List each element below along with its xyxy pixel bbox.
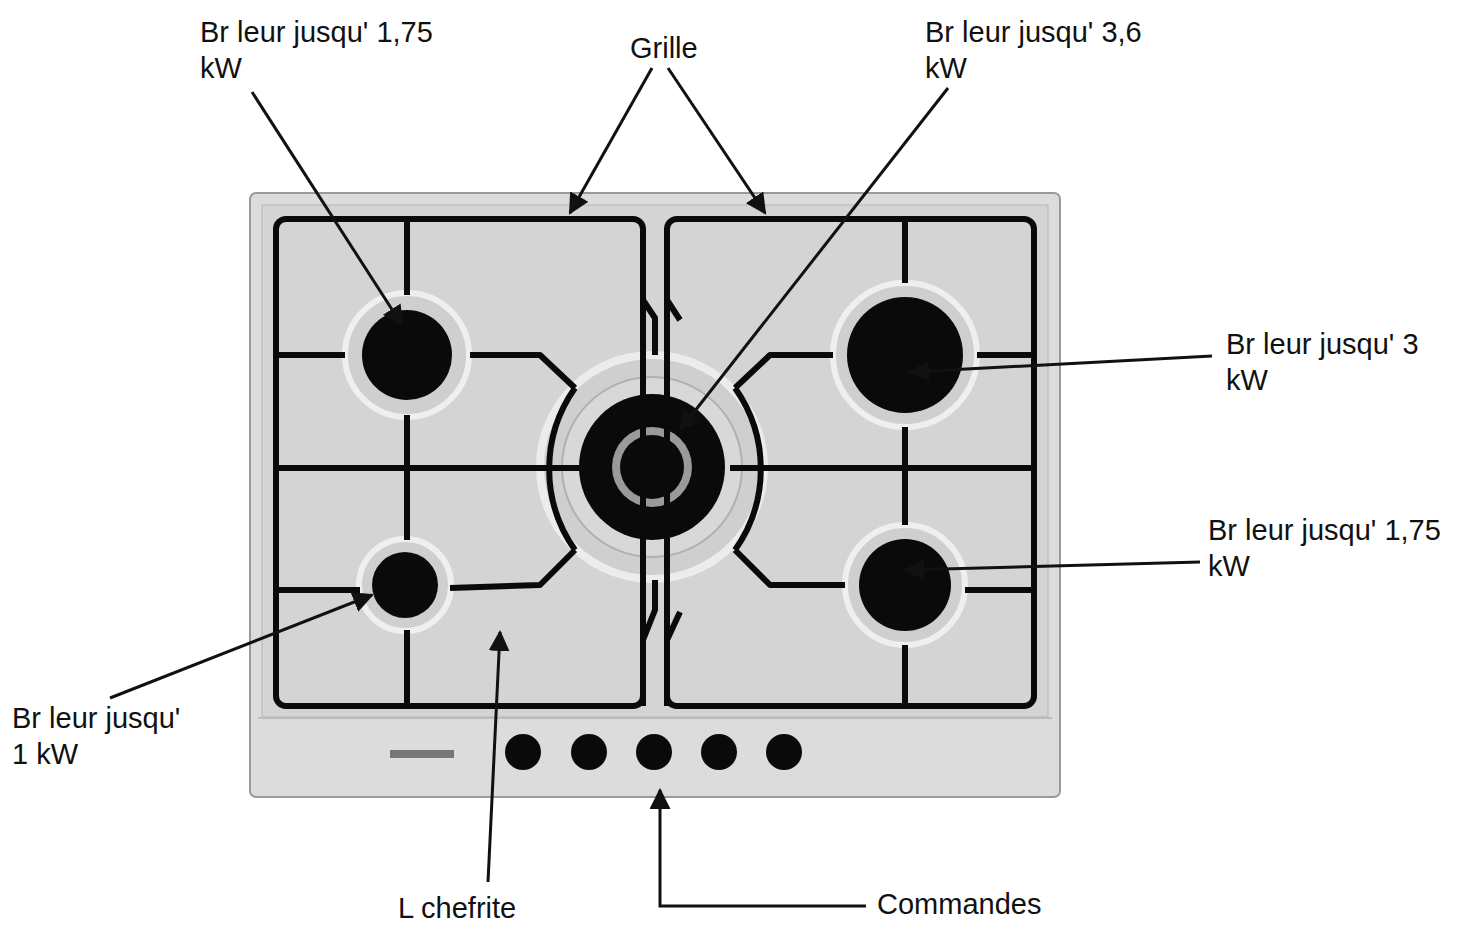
- burners: [345, 283, 977, 645]
- burner-label: Br leur jusqu' 1,75 kW: [1208, 512, 1448, 584]
- control-knobs: [390, 734, 802, 770]
- drip-tray-label: L chefrite: [398, 890, 598, 926]
- hob-plate: [250, 193, 1060, 797]
- grille-label: Grille: [630, 30, 790, 66]
- grille: [276, 219, 1034, 706]
- burner-label: Br leur jusqu' 3,6 kW: [925, 14, 1165, 86]
- burner-label: Br leur jusqu' 1 kW: [12, 700, 202, 772]
- burner-label: Br leur jusqu' 3 kW: [1226, 326, 1466, 398]
- controls-label: Commandes: [877, 886, 1097, 922]
- leader-lines: [110, 68, 1212, 906]
- drip-tray: [262, 205, 1048, 717]
- burner-label: Br leur jusqu' 1,75 kW: [200, 14, 440, 86]
